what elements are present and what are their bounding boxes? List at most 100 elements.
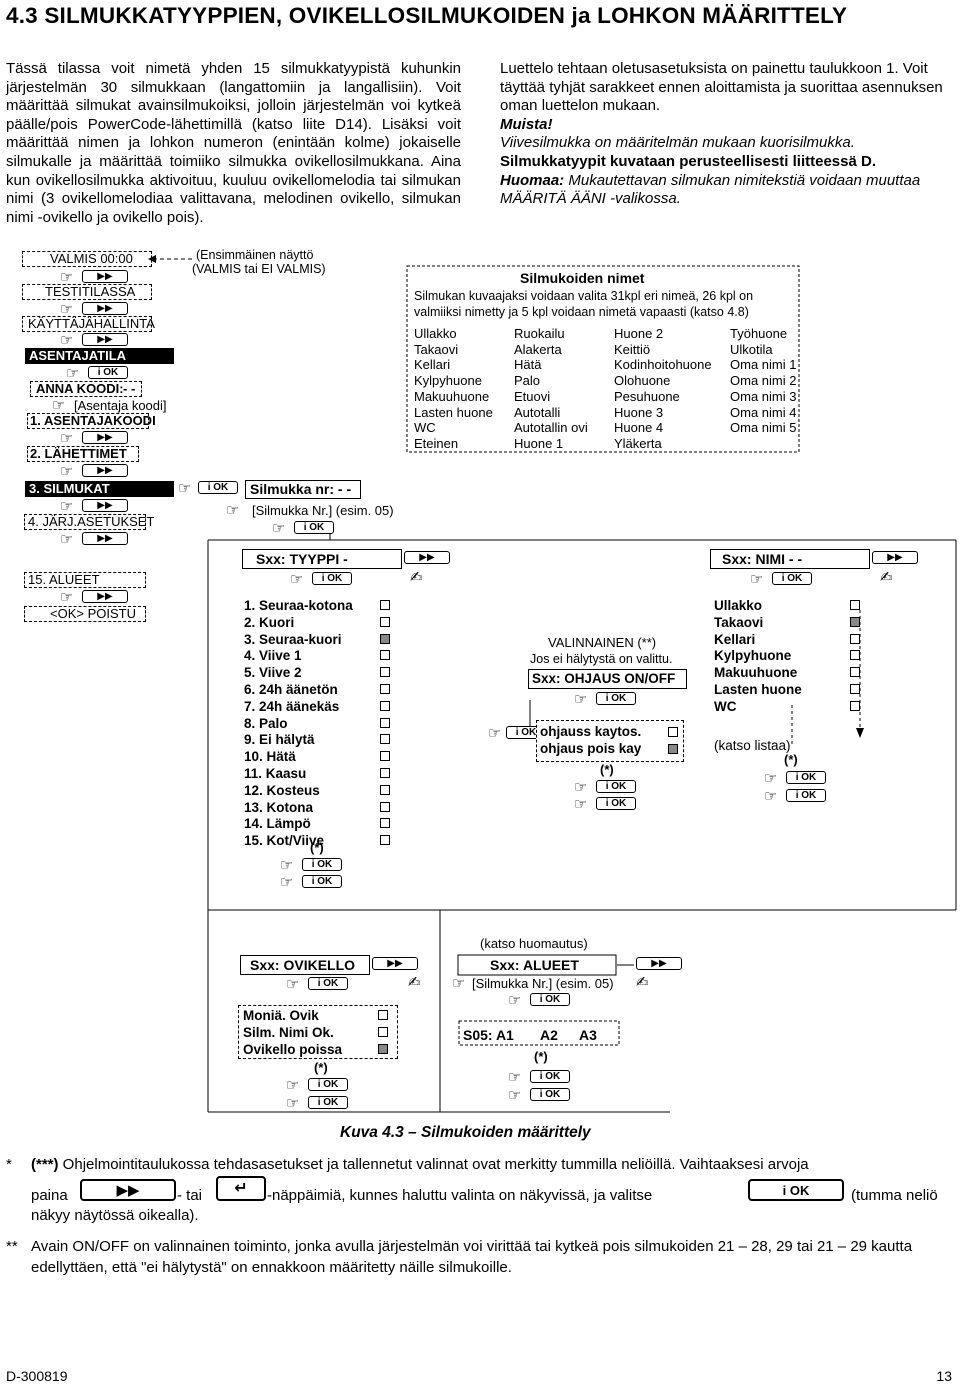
option-item[interactable]: 3. Seuraa-kuori — [244, 631, 342, 647]
checkbox[interactable] — [380, 700, 390, 711]
next-key[interactable]: ▶▶ — [872, 551, 918, 564]
ok-key[interactable]: i OK — [786, 789, 826, 802]
back-key[interactable]: ↵ — [216, 1176, 266, 1201]
option-item[interactable]: 11. Kaasu — [244, 765, 307, 781]
next-key[interactable]: ▶▶ — [82, 590, 128, 603]
option-item[interactable]: 7. 24h äänekäs — [244, 698, 340, 714]
zone-name-item: Kylpyhuone — [414, 373, 482, 389]
footnote-2-text: Avain ON/OFF on valinnainen toiminto, jo… — [31, 1238, 913, 1276]
checkbox-checked[interactable] — [378, 1043, 388, 1054]
next-key[interactable]: ▶▶ — [82, 270, 128, 283]
checkbox-checked[interactable] — [850, 616, 860, 627]
checkbox[interactable] — [850, 633, 860, 644]
option-item[interactable]: Moniä. Ovik — [243, 1008, 319, 1023]
checkbox[interactable] — [380, 818, 390, 829]
option-item[interactable]: ohjaus pois kay — [540, 740, 642, 756]
hand-pointer-icon: ☞ — [280, 874, 294, 891]
checkbox[interactable] — [850, 684, 860, 694]
ok-key[interactable]: i OK — [294, 521, 334, 534]
optional-label: VALINNAINEN (**) — [548, 635, 657, 650]
hand-pointer-icon: ☞ — [286, 1077, 300, 1094]
zone-name-item: Yläkerta — [614, 435, 662, 451]
option-item[interactable]: 13. Kotona — [244, 799, 314, 815]
ok-key[interactable]: i OK — [312, 572, 352, 585]
next-key[interactable]: ▶▶ — [82, 464, 128, 477]
option-item[interactable]: 12. Kosteus — [244, 782, 320, 798]
checkbox[interactable] — [380, 835, 390, 846]
ok-key[interactable]: i OK — [308, 1096, 348, 1109]
menu-valmis — [22, 251, 152, 267]
ok-key[interactable]: i OK — [596, 780, 636, 793]
checkbox[interactable] — [380, 734, 390, 745]
option-item[interactable]: 1. Seuraa-kotona — [244, 598, 353, 613]
option-item[interactable]: Ullakko — [714, 598, 763, 613]
checkbox-checked[interactable] — [668, 743, 678, 754]
checkbox[interactable] — [850, 700, 860, 711]
muista-text: Viivesilmukka on määritelmän mukaan kuor… — [500, 134, 855, 152]
next-key[interactable]: ▶▶ — [372, 957, 418, 970]
option-item[interactable]: 4. Viive 1 — [244, 648, 302, 664]
option-item[interactable]: 5. Viive 2 — [244, 665, 302, 681]
ok-key[interactable]: i OK — [308, 1078, 348, 1091]
option-item[interactable]: Silm. Nimi Ok. — [243, 1024, 334, 1040]
next-key[interactable]: ▶▶ — [82, 499, 128, 512]
option-item[interactable]: WC — [714, 698, 737, 714]
next-key[interactable]: ▶▶ — [82, 532, 128, 545]
checkbox[interactable] — [380, 684, 390, 694]
checkbox[interactable] — [380, 801, 390, 812]
checkbox[interactable] — [380, 717, 390, 728]
hand-pointer-icon: ☞ — [66, 365, 80, 382]
next-key[interactable]: ▶▶ — [80, 1179, 176, 1201]
option-item[interactable]: 10. Hätä — [244, 749, 296, 765]
option-item[interactable]: 15. Kot/Viive — [244, 833, 325, 849]
zone-name-item: Huone 1 — [514, 435, 564, 451]
option-item[interactable]: 9. Ei hälytä — [244, 732, 315, 748]
option-item[interactable]: Makuuhuone — [714, 665, 798, 681]
ok-key[interactable]: i OK — [596, 797, 636, 810]
option-item[interactable]: 6. 24h äänetön — [244, 681, 338, 697]
next-key[interactable]: ▶▶ — [404, 551, 450, 564]
ok-key[interactable]: i OK — [530, 1088, 570, 1101]
option-item[interactable]: ohjauss kaytos. — [540, 724, 642, 739]
ok-key[interactable]: i OK — [596, 692, 636, 705]
option-item[interactable]: Ovikello poissa — [243, 1041, 343, 1057]
checkbox[interactable] — [380, 616, 390, 627]
checkbox[interactable] — [850, 667, 860, 678]
checkbox[interactable] — [380, 751, 390, 762]
checkbox[interactable] — [378, 1026, 388, 1037]
ok-key[interactable]: i OK — [772, 572, 812, 585]
checkbox[interactable] — [850, 600, 860, 610]
ok-key[interactable]: i OK — [530, 1070, 570, 1083]
checkbox-checked[interactable] — [380, 633, 390, 644]
ok-key[interactable]: i OK — [302, 875, 342, 888]
ok-key[interactable]: i OK — [198, 481, 238, 494]
checkbox[interactable] — [850, 650, 860, 661]
checkbox[interactable] — [380, 667, 390, 678]
checkbox[interactable] — [378, 1010, 388, 1020]
ok-key[interactable]: i OK — [308, 977, 348, 990]
option-item[interactable]: Kylpyhuone — [714, 648, 792, 664]
option-item[interactable]: Takaovi — [714, 614, 764, 630]
next-key[interactable]: ▶▶ — [636, 957, 682, 970]
optional-condition: Jos ei hälytystä on valittu. — [530, 652, 673, 666]
checkbox[interactable] — [380, 768, 390, 778]
next-key[interactable]: ▶▶ — [82, 431, 128, 444]
checkbox[interactable] — [380, 784, 390, 795]
checkbox[interactable] — [668, 727, 678, 737]
hand-pointer-icon: ☞ — [60, 332, 74, 349]
ok-key[interactable]: i OK — [530, 993, 570, 1006]
option-item[interactable]: 14. Lämpö — [244, 816, 311, 832]
next-key[interactable]: ▶▶ — [82, 333, 128, 346]
checkbox[interactable] — [380, 600, 390, 610]
option-item[interactable]: Kellari — [714, 631, 756, 647]
ok-key[interactable]: i OK — [302, 858, 342, 871]
option-item[interactable]: 8. Palo — [244, 715, 288, 731]
ok-key[interactable]: i OK — [88, 366, 128, 379]
ok-key[interactable]: i OK — [748, 1179, 844, 1201]
checkbox[interactable] — [380, 650, 390, 661]
option-item[interactable]: 2. Kuori — [244, 614, 295, 630]
option-item[interactable]: Lasten huone — [714, 681, 802, 697]
ok-key[interactable]: i OK — [786, 771, 826, 784]
next-key[interactable]: ▶▶ — [82, 302, 128, 315]
